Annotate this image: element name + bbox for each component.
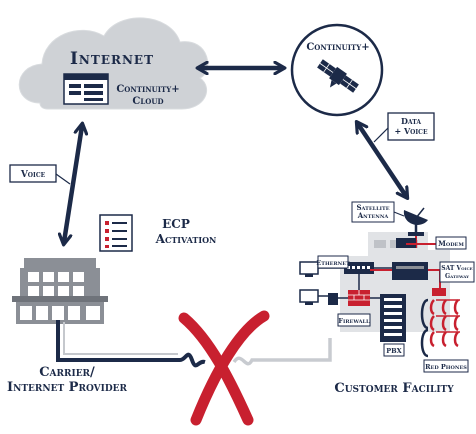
internet-title: Internet [70, 49, 154, 69]
continuity-satellite-label: Continuity+ [306, 42, 369, 53]
gateway-device-icon [392, 262, 428, 280]
firewall-icon [348, 290, 370, 306]
arrow-cloud-carrier [64, 126, 82, 242]
pbx-label: PBX [386, 347, 402, 355]
satellite-dish-icon [403, 207, 428, 236]
ethernet-tag: Ethernet [316, 255, 350, 269]
customer-facility-label: Customer Facility [334, 381, 454, 396]
computer-icon [299, 289, 319, 305]
facility-line [232, 338, 332, 366]
modem-tag: Modem [435, 236, 467, 250]
data-voice-label: Data+ Voice [394, 116, 428, 136]
carrier-building-icon [12, 258, 108, 324]
red-phones-icon [420, 288, 460, 358]
internet-cloud: Internet Continuity+Cloud [18, 17, 209, 110]
phone-icon [328, 293, 338, 305]
data-voice-tag: Data+ Voice [373, 112, 435, 143]
firewall-label: Firewall [338, 317, 370, 325]
red-phones-tag: Red Phones [423, 359, 469, 373]
firewall-tag: Firewall [337, 313, 371, 327]
checklist-icon [99, 214, 133, 252]
voice-label: Voice [20, 170, 46, 180]
pbx-tag: PBX [383, 343, 405, 357]
carrier-line [56, 320, 206, 368]
satellite-icon [317, 59, 359, 93]
satellite-node: Continuity+ [290, 23, 384, 117]
cloud-app-window-icon [63, 73, 109, 105]
ethernet-label: Ethernet [316, 259, 350, 267]
carrier-provider-label: Carrier/Internet Provider [7, 365, 127, 395]
voice-tag: Voice [9, 164, 71, 185]
continuity-cloud-label: Continuity+Cloud [116, 84, 179, 107]
modem-label: Modem [438, 239, 464, 248]
arrow-satellite-antenna [358, 124, 406, 196]
red-phones-label: Red Phones [425, 363, 467, 371]
disconnect-x-icon [178, 310, 270, 426]
